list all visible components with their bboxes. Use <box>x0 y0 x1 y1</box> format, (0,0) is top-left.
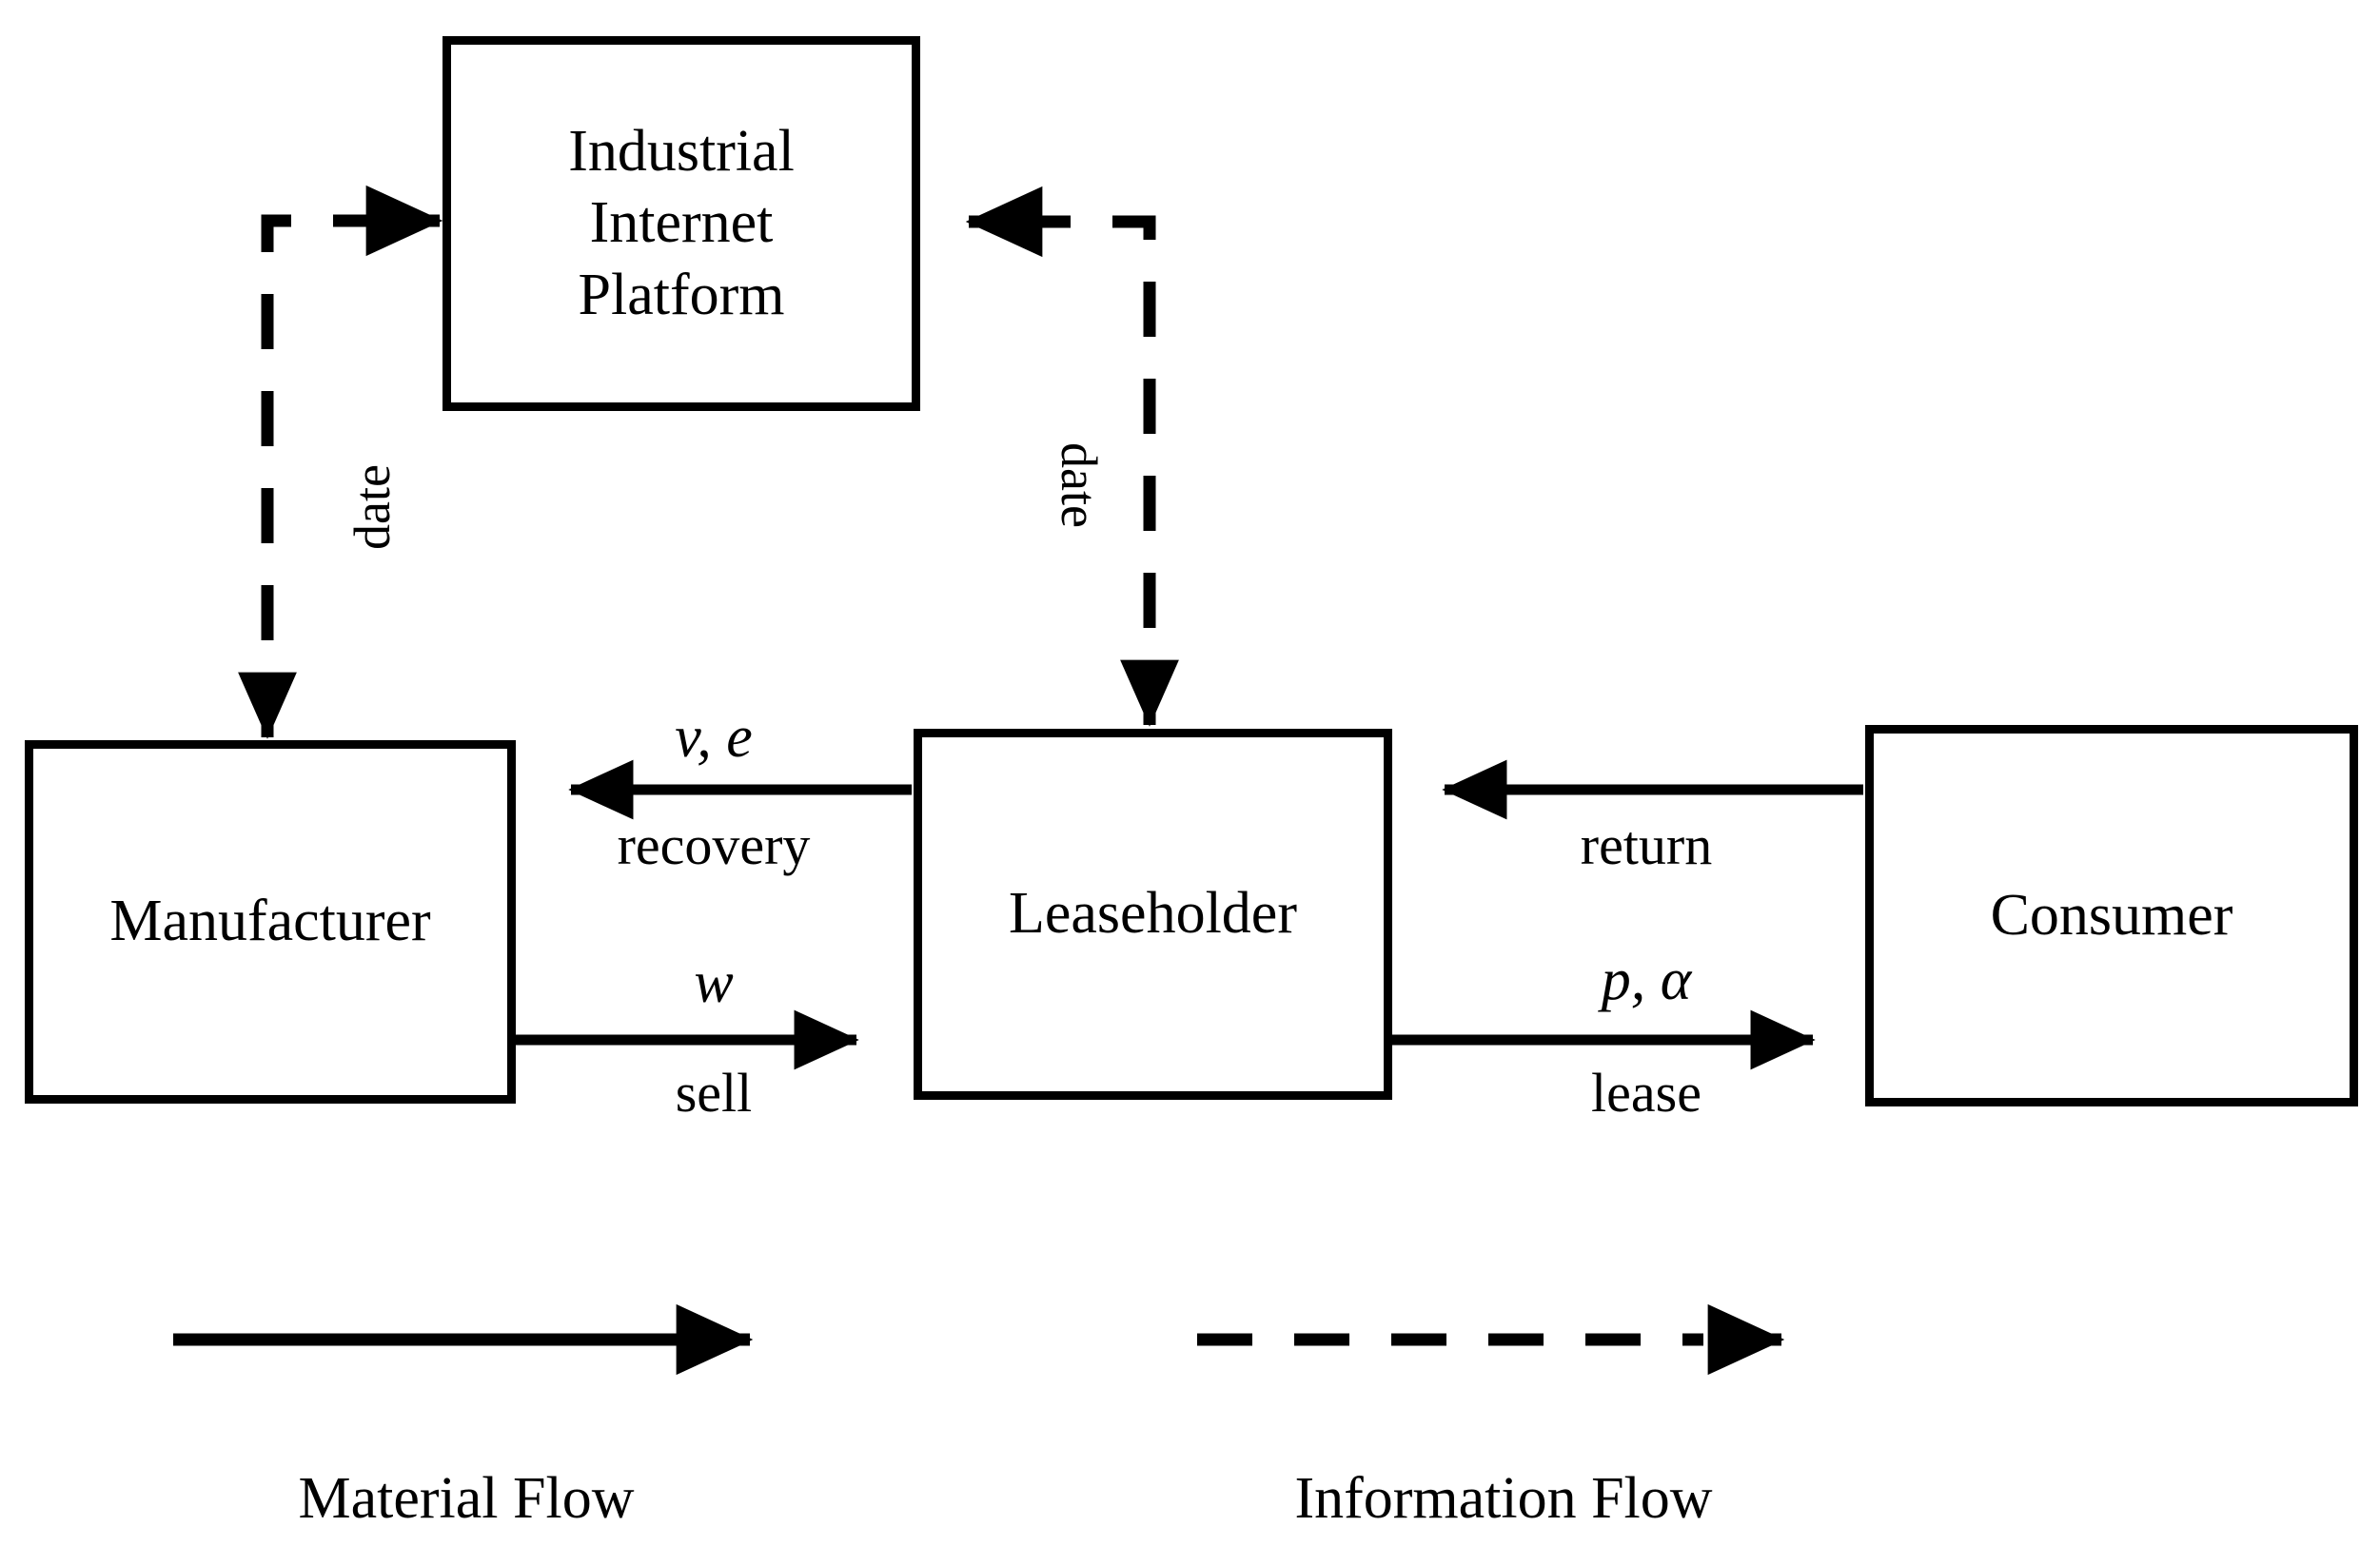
edge-label-lease: lease <box>1591 1062 1701 1124</box>
edge-label-recovery: recovery <box>617 814 811 876</box>
edge-label-recovery-params: v, e <box>675 705 753 770</box>
node-manufacturer[interactable]: Manufacturer <box>25 740 516 1104</box>
node-consumer[interactable]: Consumer <box>1865 725 2358 1106</box>
node-leaseholder[interactable]: Leaseholder <box>914 729 1392 1100</box>
edge-label-sell: sell <box>675 1062 753 1124</box>
edge-label-return: return <box>1580 814 1713 876</box>
node-industrial-internet-platform[interactable]: Industrial Internet Platform <box>443 36 920 411</box>
edge-label-date-leaseholder: date <box>1051 442 1108 528</box>
node-label-consumer: Consumer <box>1990 882 2233 948</box>
node-label-leaseholder: Leaseholder <box>1009 881 1297 947</box>
node-label-manufacturer: Manufacturer <box>109 889 431 954</box>
node-label-platform: Industrial Internet Platform <box>568 118 795 327</box>
edge-label-date-manufacturer: date <box>344 464 401 550</box>
legend-label-material-flow: Material Flow <box>298 1466 635 1531</box>
edge-label-lease-params: p, α <box>1601 948 1692 1012</box>
edge-label-sell-param: w <box>694 950 734 1015</box>
legend-label-information-flow: Information Flow <box>1294 1466 1713 1531</box>
